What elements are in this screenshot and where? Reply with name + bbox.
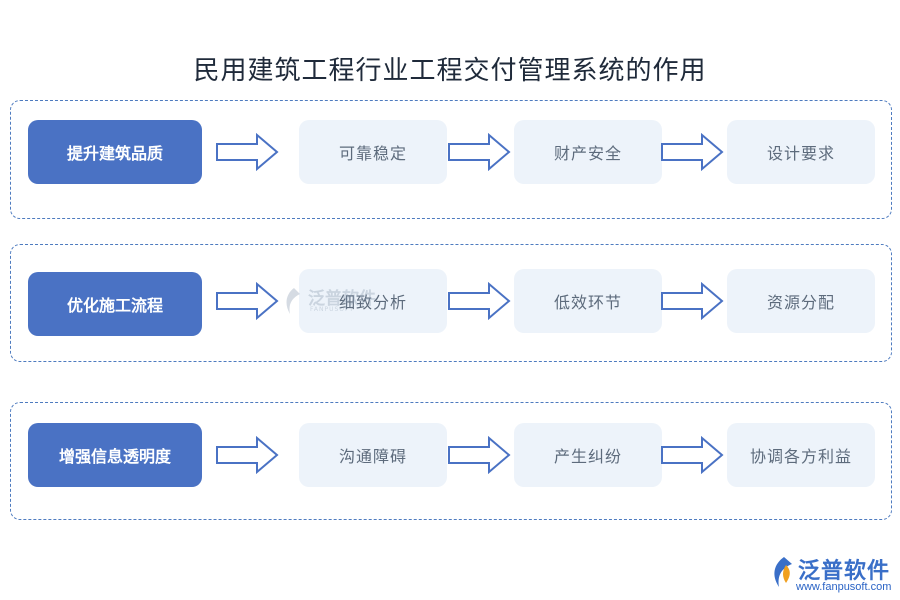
sub-box-2-3: 资源分配 — [727, 269, 875, 333]
sub-box-2-1: 细致分析 — [299, 269, 447, 333]
sub-box-1-2: 财产安全 — [514, 120, 662, 184]
sub-box-3-2: 产生纠纷 — [514, 423, 662, 487]
row-container-3 — [10, 402, 892, 520]
main-box-2: 优化施工流程 — [28, 272, 202, 336]
sub-box-2-2: 低效环节 — [514, 269, 662, 333]
sub-box-1-1: 可靠稳定 — [299, 120, 447, 184]
arrow-right-icon — [661, 436, 724, 474]
main-box-1: 提升建筑品质 — [28, 120, 202, 184]
logo-icon — [774, 557, 792, 587]
arrow-right-icon — [661, 133, 724, 171]
logo-url: www.fanpusoft.com — [796, 581, 892, 593]
sub-box-3-1: 沟通障碍 — [299, 423, 447, 487]
row-container-2 — [10, 244, 892, 362]
arrow-right-icon — [216, 436, 279, 474]
brand-logo: 泛普软件 www.fanpusoft.com — [770, 553, 895, 597]
arrow-right-icon — [661, 282, 724, 320]
sub-box-1-3: 设计要求 — [727, 120, 875, 184]
diagram-title: 民用建筑工程行业工程交付管理系统的作用 — [193, 56, 707, 86]
sub-box-3-3: 协调各方利益 — [727, 423, 875, 487]
arrow-right-icon — [448, 436, 511, 474]
main-box-3: 增强信息透明度 — [28, 423, 202, 487]
logo-name: 泛普软件 — [798, 559, 891, 584]
arrow-right-icon — [448, 282, 511, 320]
arrow-right-icon — [216, 282, 279, 320]
arrow-right-icon — [216, 133, 279, 171]
arrow-right-icon — [448, 133, 511, 171]
row-container-1 — [10, 100, 892, 219]
